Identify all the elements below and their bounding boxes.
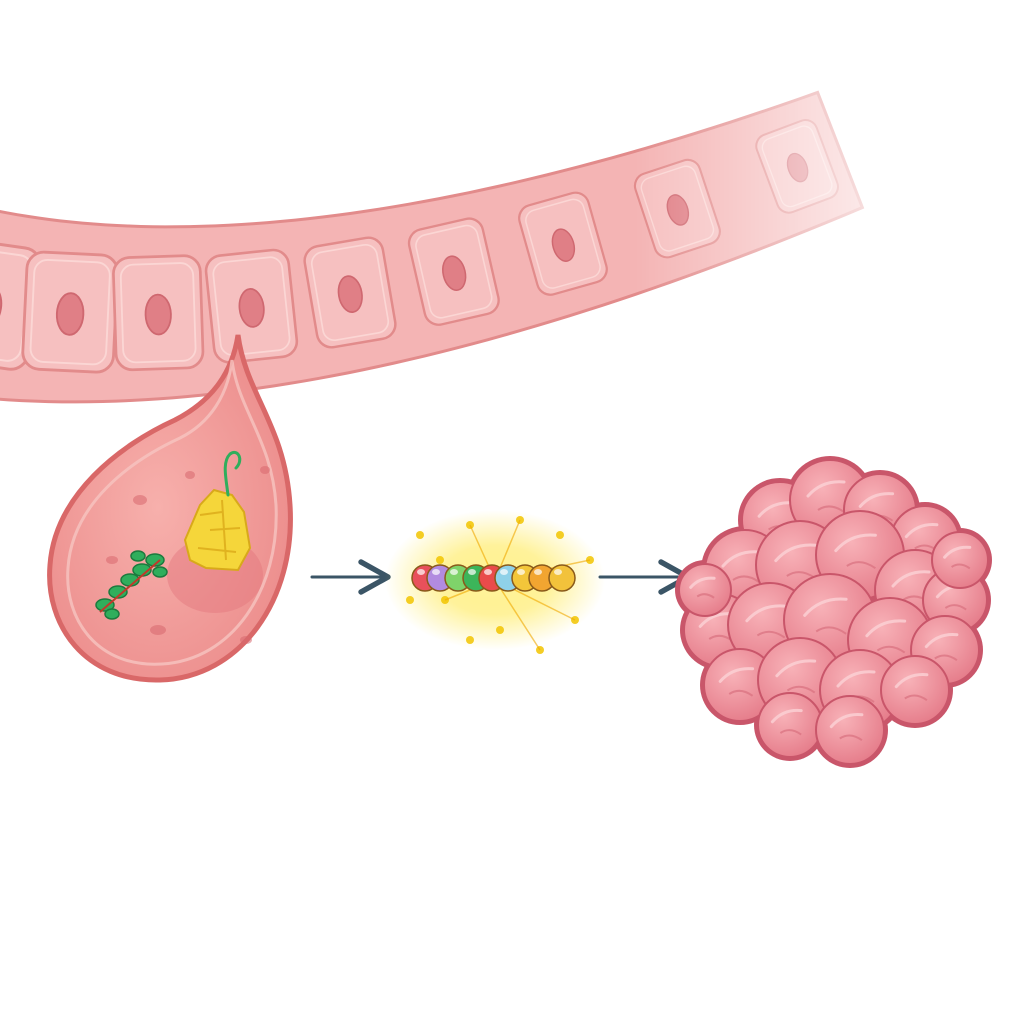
lobe-highlight <box>806 480 846 498</box>
lobe-crease <box>732 575 760 583</box>
lobe-highlight <box>891 570 931 588</box>
lobe-crease <box>817 505 845 513</box>
lobe-highlight <box>865 619 907 638</box>
epithelial-cell <box>407 217 500 326</box>
bead-highlight <box>450 569 458 575</box>
cell-nucleus <box>442 255 467 292</box>
lobe-highlight <box>775 659 817 678</box>
bead-highlight <box>500 569 508 575</box>
bead-highlight <box>468 569 476 575</box>
lobe-crease <box>876 645 906 654</box>
lobe-crease <box>839 734 863 742</box>
cell-nucleus <box>551 228 576 262</box>
lobe-highlight <box>770 708 803 724</box>
lobe-highlight <box>943 545 972 559</box>
epithelial-cell <box>303 236 397 349</box>
bead-highlight <box>517 569 525 575</box>
cell-nucleus <box>786 152 809 183</box>
mass-lobe <box>678 563 732 617</box>
lobe-highlight <box>803 597 848 617</box>
spark <box>436 556 444 564</box>
lobe-highlight <box>834 533 877 553</box>
lobe-highlight <box>836 670 876 688</box>
lobe-highlight <box>894 673 929 689</box>
lobe-crease <box>728 689 754 697</box>
epithelial-cell <box>112 254 205 372</box>
cell-nucleus <box>238 288 265 328</box>
spark <box>496 626 504 634</box>
molecule-beads <box>411 564 576 592</box>
lobe-highlight <box>924 633 959 649</box>
yellow-organelle-icon <box>183 451 252 572</box>
lobe-crease <box>696 593 715 599</box>
lobe-highlight <box>721 550 761 568</box>
mass-lobe <box>880 655 950 725</box>
lobe-crease <box>951 563 971 570</box>
spark <box>556 531 564 539</box>
epithelial-cell <box>518 191 608 296</box>
bead-highlight <box>534 569 542 575</box>
spark <box>466 636 474 644</box>
cell-nucleus <box>0 283 3 329</box>
lobe-highlight <box>829 713 864 729</box>
bead-highlight <box>417 569 425 575</box>
lobe-highlight <box>718 667 755 683</box>
lobe-crease <box>756 630 786 639</box>
lobe-crease <box>944 604 967 611</box>
cell-cluster-mass-icon <box>675 456 992 768</box>
cell-nucleus <box>144 293 172 336</box>
lobe-highlight <box>904 523 939 539</box>
mass-lobe <box>931 531 989 589</box>
mass-lobe <box>815 695 885 765</box>
cell-nucleus <box>337 275 363 313</box>
lobe-crease <box>815 626 847 635</box>
lobe-crease <box>904 694 928 702</box>
glowing-molecule-chain-icon <box>385 510 605 654</box>
lobe-crease <box>846 561 876 570</box>
lobe-highlight <box>774 543 817 563</box>
epithelial-cell <box>755 119 839 214</box>
bead-highlight <box>484 569 492 575</box>
lobe-crease <box>786 685 816 694</box>
budding-cell-with-organelles-icon <box>47 334 293 683</box>
lobe-crease <box>934 654 958 662</box>
epithelial-cell <box>21 250 120 374</box>
epithelial-cell <box>633 158 721 259</box>
mass-lobe <box>757 692 823 758</box>
epithelial-cell <box>204 248 299 364</box>
bead-highlight <box>554 569 562 575</box>
cytoplasm-speckles <box>106 466 270 644</box>
lobe-highlight <box>689 576 716 589</box>
epithelial-cell-layer-icon <box>0 90 865 404</box>
lobe-crease <box>779 729 802 736</box>
cell-nucleus <box>55 292 85 336</box>
lobe-highlight <box>858 492 895 508</box>
spark <box>406 596 414 604</box>
bead-highlight <box>432 569 440 575</box>
spark <box>416 531 424 539</box>
spark-ray <box>494 579 541 651</box>
lobe-highlight <box>745 604 787 623</box>
molecule-bead <box>548 564 576 592</box>
green-organelle-icon <box>95 550 168 620</box>
